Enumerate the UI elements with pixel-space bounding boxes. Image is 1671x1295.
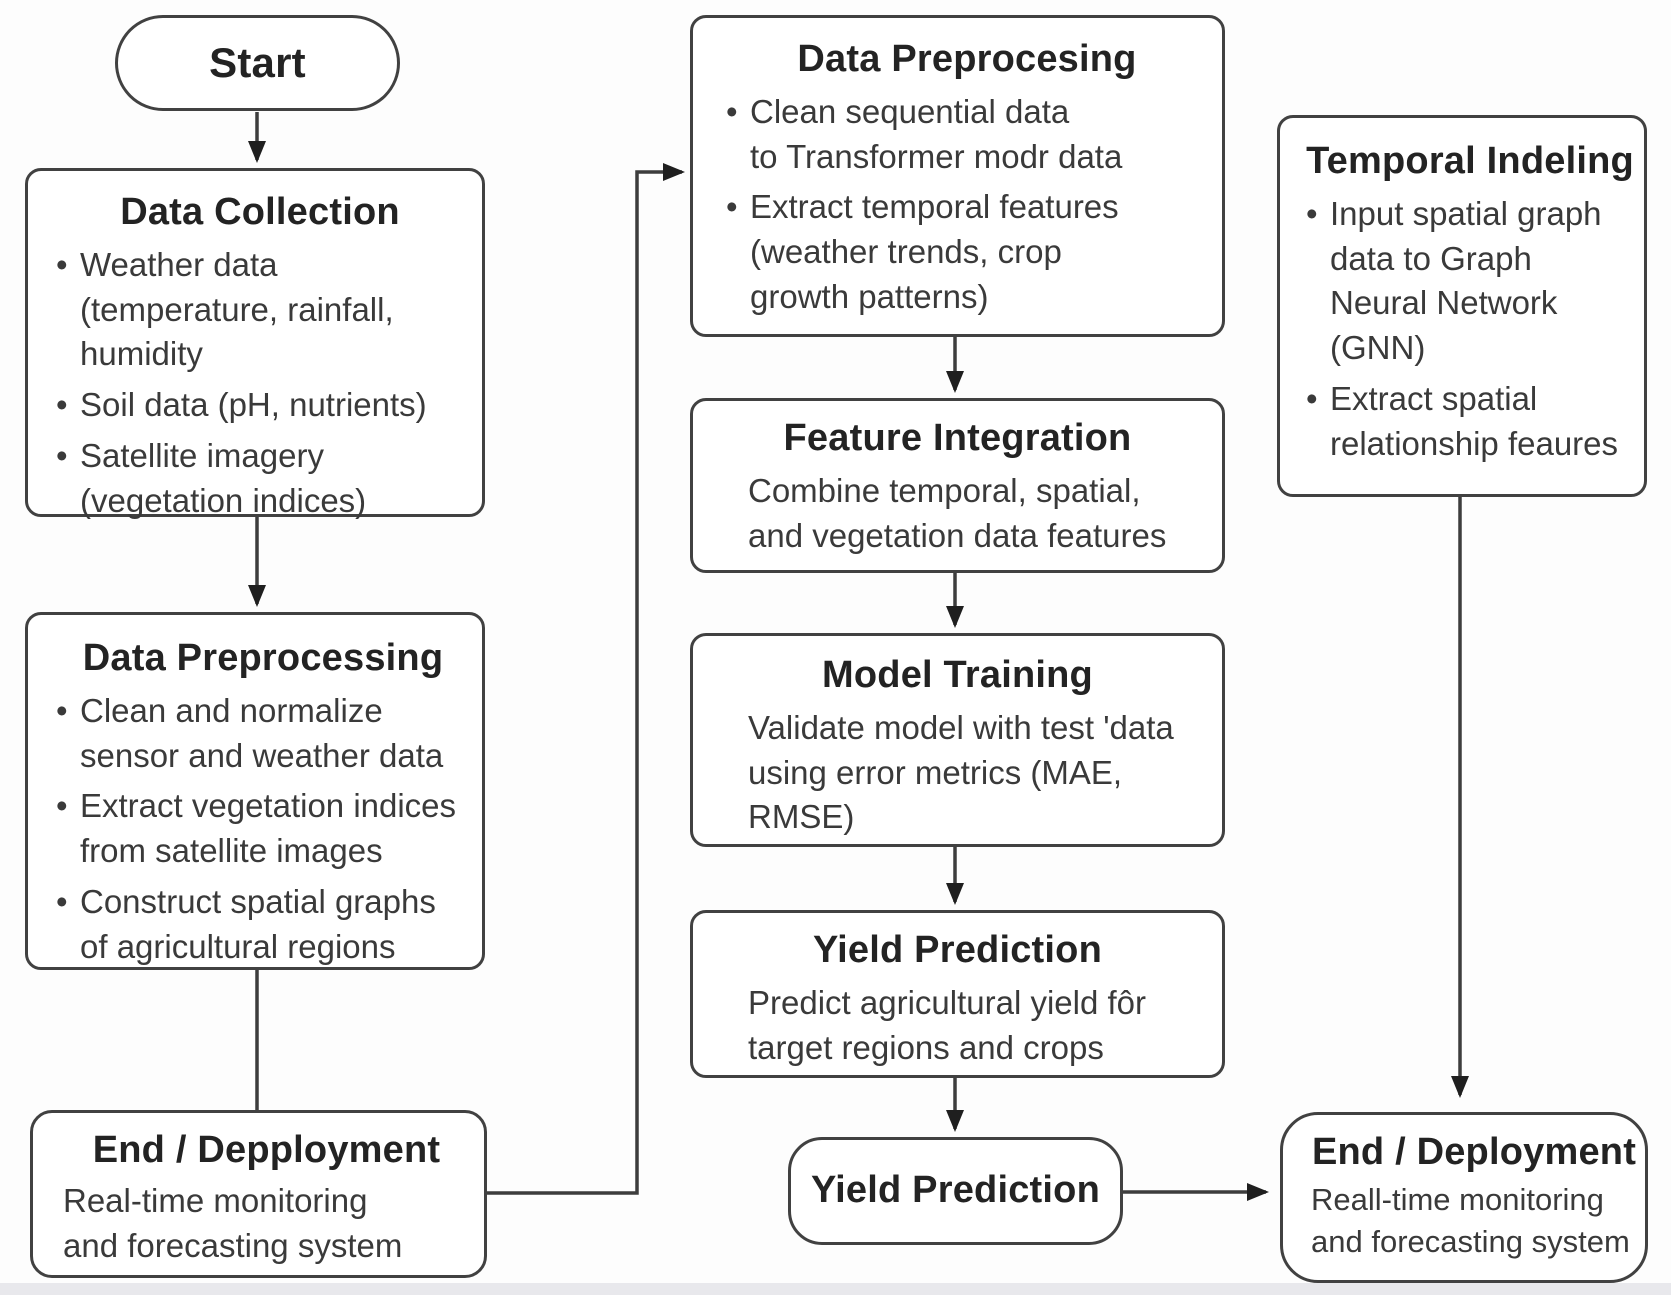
bullet-item: Construct spatial graphs of agricultural… bbox=[80, 883, 436, 966]
node-data-collection-title: Data Collection bbox=[120, 191, 400, 233]
node-temporal-indeling-title: Temporal Indeling bbox=[1306, 140, 1634, 182]
bullet-list: Weather data (temperature, rainfall, hum… bbox=[56, 243, 464, 524]
node-yield-prediction-body: Predict agricultural yield fôr target re… bbox=[748, 983, 1146, 1066]
node-yield-prediction-pill: Yield Prediction bbox=[788, 1137, 1123, 1245]
node-feature-integration-body: Combine temporal, spatial, and vegetatio… bbox=[748, 471, 1167, 554]
node-yield-prediction-pill-title: Yield Prediction bbox=[811, 1169, 1100, 1212]
node-end-deployment-right: End / Deployment Reall-time monitoring a… bbox=[1280, 1112, 1648, 1283]
bullet-list: Clean sequential data to Transformer mod… bbox=[726, 90, 1208, 320]
bottom-strip bbox=[0, 1283, 1671, 1295]
node-end-deployment-left-title: End / Depployment bbox=[92, 1129, 441, 1171]
node-model-training: Model Training Validate model with test … bbox=[690, 633, 1225, 847]
bullet-list: Input spatial graph data to Graph Neural… bbox=[1306, 192, 1634, 467]
bullet-item: Extract spatial relationship feaures bbox=[1330, 380, 1619, 463]
node-start-title: Start bbox=[209, 38, 306, 86]
bullet-item: Weather data (temperature, rainfall, hum… bbox=[80, 245, 394, 373]
node-end-deployment-left-body: Real-time monitoring and forecasting sys… bbox=[63, 1181, 403, 1264]
bullet-item: Clean sequential data to Transformer mod… bbox=[750, 92, 1123, 175]
bullet-item: Satellite imagery (vegetation indices) bbox=[80, 437, 367, 520]
bullet-item: Input spatial graph data to Graph Neural… bbox=[1330, 194, 1602, 367]
node-end-deployment-left: End / Depployment Real-time monitoring a… bbox=[30, 1110, 487, 1278]
node-feature-integration: Feature Integration Combine temporal, sp… bbox=[690, 398, 1225, 573]
node-start: Start bbox=[115, 15, 400, 111]
connector-endleft-to-preprocessing-mid bbox=[487, 163, 685, 1195]
node-yield-prediction-title: Yield Prediction bbox=[813, 929, 1102, 971]
node-model-training-title: Model Training bbox=[822, 654, 1093, 696]
node-feature-integration-title: Feature Integration bbox=[783, 417, 1132, 459]
bullet-list: Clean and normalize sensor and weather d… bbox=[56, 689, 470, 970]
node-end-deployment-right-title: End / Deployment bbox=[1311, 1131, 1637, 1173]
node-data-collection: Data Collection Weather data (temperatur… bbox=[25, 168, 485, 519]
bullet-item: Soil data (pH, nutrients) bbox=[80, 386, 427, 424]
node-yield-prediction: Yield Prediction Predict agricultural yi… bbox=[690, 910, 1225, 1078]
node-temporal-indeling: Temporal Indeling Input spatial graph da… bbox=[1277, 115, 1647, 497]
node-data-preprocessing-left-title: Data Preprocessing bbox=[82, 637, 444, 679]
node-model-training-body: Validate model with test 'data using err… bbox=[748, 708, 1174, 836]
bullet-item: Extract temporal features (weather trend… bbox=[750, 188, 1119, 316]
bullet-item: Clean and normalize sensor and weather d… bbox=[80, 691, 444, 774]
node-data-preprocessing-mid-title: Data Preprocesing bbox=[797, 38, 1137, 80]
node-end-deployment-right-body: Reall-time monitoring and forecasting sy… bbox=[1311, 1181, 1630, 1259]
node-data-preprocessing-left: Data Preprocessing Clean and normalize s… bbox=[25, 612, 485, 970]
bullet-item: Extract vegetation indices from satellit… bbox=[80, 787, 457, 870]
node-data-preprocessing-mid: Data Preprocesing Clean sequential data … bbox=[690, 15, 1225, 337]
